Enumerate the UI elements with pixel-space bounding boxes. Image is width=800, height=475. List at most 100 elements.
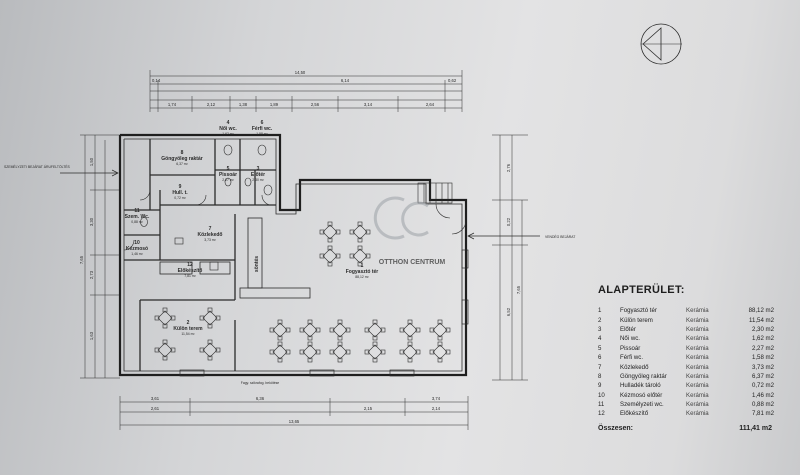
table-with-chairs-icon (349, 221, 371, 243)
legend-area: 0,88 m2 (751, 401, 774, 409)
room-3-num: 3 (257, 166, 260, 172)
room-7-area: 3,73 m² (204, 238, 216, 242)
room-12-num: 12 (187, 262, 193, 268)
top-dimension-lines (149, 70, 463, 112)
staff-entrance-arrow-icon (60, 169, 119, 177)
room-6-num: 6 (261, 120, 264, 126)
separate-room-tables (154, 307, 221, 361)
legend-name: Előtér (620, 325, 636, 333)
legend-mat: Kerámia (686, 316, 709, 324)
room-7-num: 7 (209, 226, 212, 232)
legend-mat: Kerámia (686, 354, 709, 362)
table-with-chairs-icon (399, 319, 421, 341)
dim-top-row3-3: 1,89 (270, 102, 279, 107)
legend-name: Előkészítő (620, 410, 649, 418)
table-with-chairs-icon (329, 341, 351, 363)
legend-n: 7 (598, 363, 602, 371)
toilet-fixtures (140, 144, 273, 271)
room-9-num: 9 (179, 184, 182, 190)
bottom-dimension-lines (119, 396, 469, 430)
dim-bottom-total: 13,65 (289, 419, 300, 424)
room-1-area: 88,12 m² (355, 275, 369, 279)
legend-n: 6 (598, 354, 602, 362)
legend-n: 11 (598, 401, 605, 409)
table-with-chairs-icon (299, 319, 321, 341)
legend-n: 3 (598, 325, 602, 333)
guest-entrance-arrow-icon (467, 232, 540, 240)
table-groups (269, 221, 451, 363)
left-dimension-lines (80, 134, 120, 379)
legend-area: 2,30 m2 (751, 325, 774, 333)
legend-area: 1,62 m2 (751, 335, 774, 343)
room-10-num: 10 (134, 240, 140, 246)
room-3-name: Előtér (251, 172, 265, 178)
interior-walls (124, 139, 276, 371)
watermark-text: OTTHON CENTRUM (379, 259, 446, 266)
room-9-name: Hull. t. (172, 190, 188, 196)
legend-n: 5 (598, 344, 602, 352)
room-labels: 8 Göngyöleg raktár 6,37 m² 5 Pissoár 2,2… (125, 120, 379, 336)
room-5-area: 2,27 m² (222, 178, 234, 182)
room-12-name: Előkészítő (178, 268, 203, 274)
windows (179, 249, 469, 377)
room-12-area: 7,81 m² (184, 274, 196, 278)
legend-n: 10 (598, 391, 605, 399)
legend-mat: Kerámia (686, 382, 709, 390)
legend-name: Női wc. (620, 335, 640, 343)
dim-top-row3-1: 2,12 (207, 102, 216, 107)
room-4-area: 1,62 m² (222, 132, 234, 136)
legend-area: 2,27 m2 (751, 344, 774, 352)
legend-name: Közlekedő (620, 363, 649, 371)
stairs-icon (417, 182, 453, 204)
table-with-chairs-icon (429, 319, 451, 341)
room-2-area: 11,54 m² (181, 332, 195, 336)
legend-area: 88,12 m2 (748, 307, 774, 315)
dim-left-2: 2,73 (89, 270, 94, 279)
room-6-area: 1,58 m² (256, 132, 268, 136)
room-3-area: 2,30 m² (252, 178, 264, 182)
room-5-num: 5 (227, 166, 230, 172)
legend-mat: Kerámia (686, 363, 709, 371)
table-with-chairs-icon (199, 339, 221, 361)
legend-title: ALAPTERÜLET: (598, 284, 685, 296)
legend-name: Pissoár (620, 344, 641, 352)
room-11-area: 0,88 m² (131, 220, 143, 224)
table-with-chairs-icon (349, 245, 371, 267)
legend-name: Fogyasztó tér (620, 307, 657, 315)
room-2-name: Külön terem (173, 326, 203, 332)
room-1-name: Fogyasztó tér (346, 269, 379, 275)
table-with-chairs-icon (319, 245, 341, 267)
legend-name: Kézmosó előtér (620, 391, 663, 399)
dim-top-total: 14,50 (295, 70, 306, 75)
legend-mat: Kerámia (686, 372, 709, 380)
dim-bottom-row1-2: 3,74 (432, 396, 441, 401)
room-1-num: 1 (361, 263, 364, 269)
watermark-logo-icon (373, 196, 429, 240)
room-11-num: 11 (134, 208, 140, 214)
table-with-chairs-icon (299, 341, 321, 363)
legend-n: 4 (598, 335, 602, 343)
outer-walls-inner (123, 138, 463, 372)
legend-n: 12 (598, 410, 605, 418)
dim-left-3: 1,63 (89, 331, 94, 340)
dim-right-0: 2,76 (506, 163, 511, 172)
outer-walls (118, 133, 468, 377)
table-with-chairs-icon (154, 339, 176, 361)
dim-right-3: 7,65 (516, 285, 521, 294)
legend-area: 0,72 m2 (751, 382, 774, 390)
guest-entrance-label: VENDÉG BEJÁRAT (545, 234, 575, 239)
room-7-name: Közlekedő (197, 232, 222, 238)
table-with-chairs-icon (154, 307, 176, 329)
legend-name: Személyzeti wc. (620, 401, 664, 409)
room-8-name: Göngyöleg raktár (161, 156, 202, 162)
